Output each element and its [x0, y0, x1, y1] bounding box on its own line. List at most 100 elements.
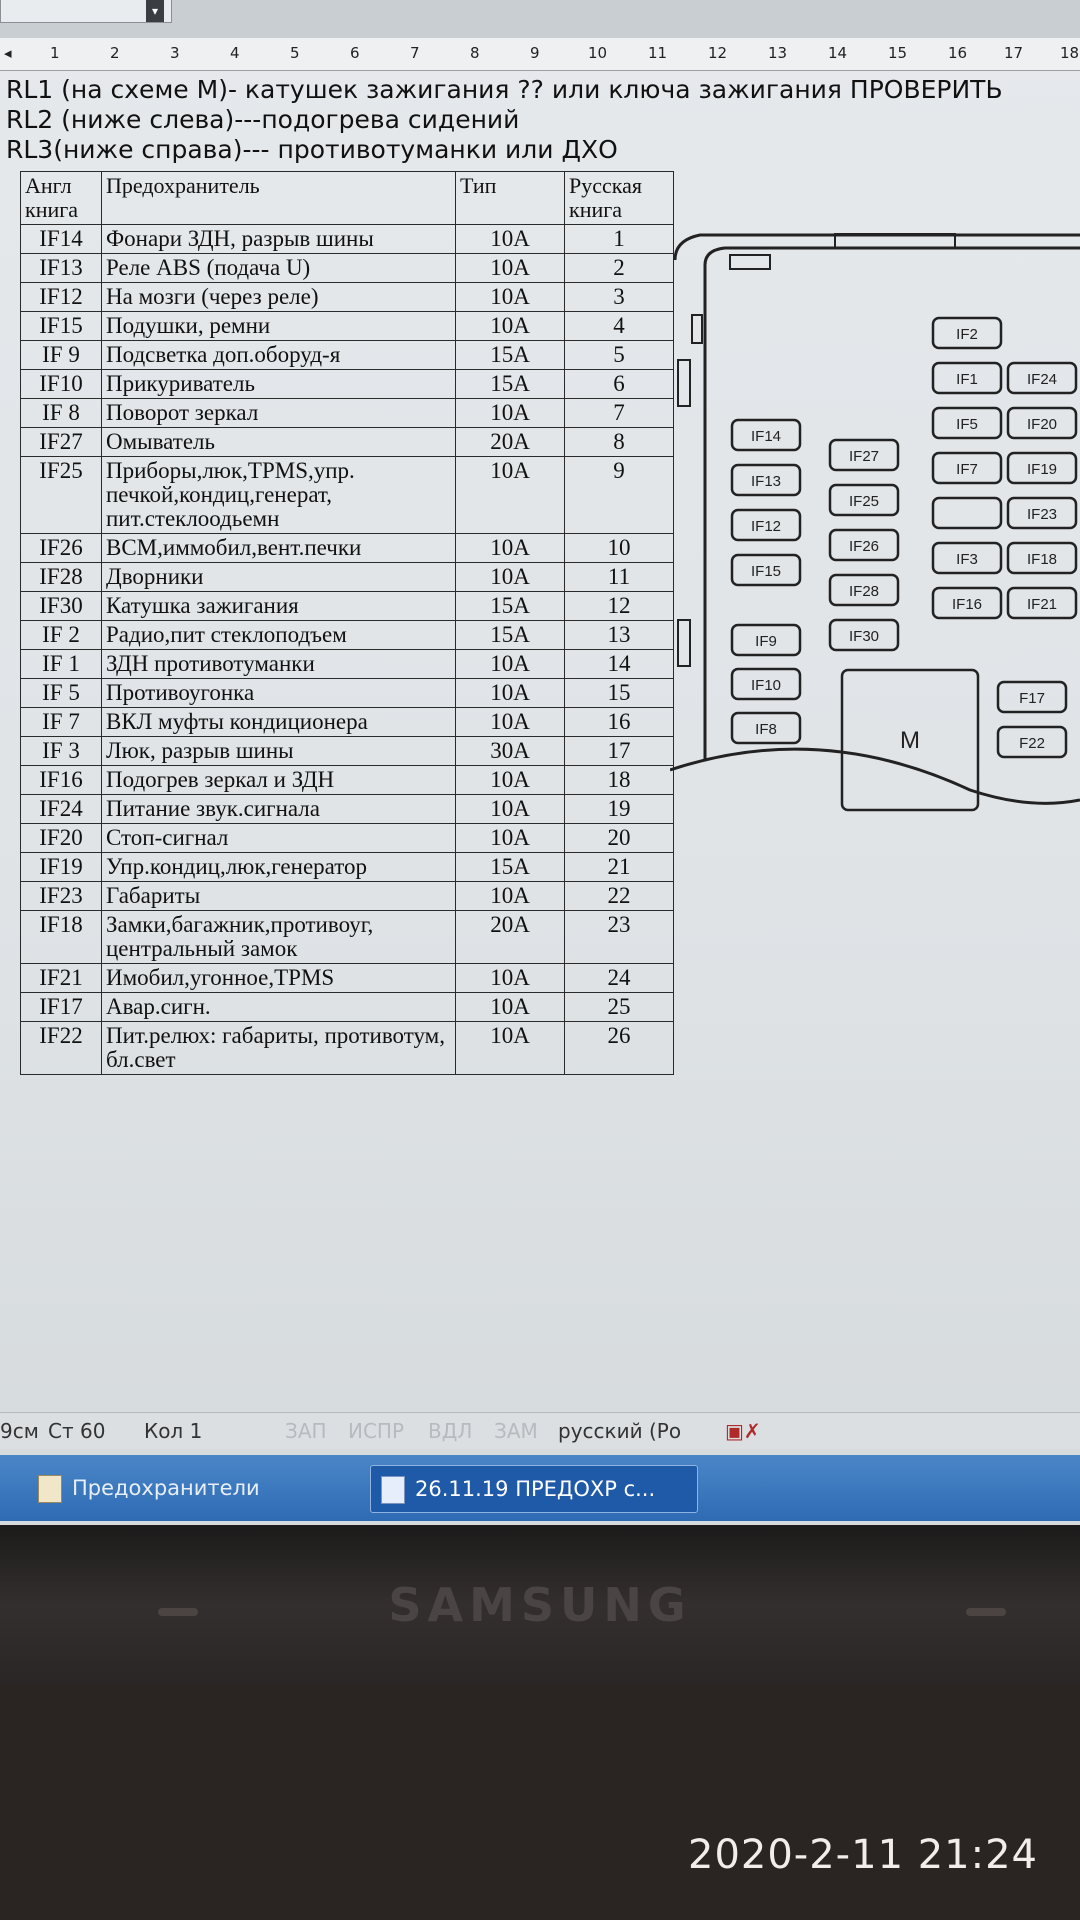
- taskbar-folder-button[interactable]: Предохранители: [28, 1465, 348, 1511]
- fuse-description: Прикуриватель: [101, 369, 456, 399]
- ruler-indent-marker[interactable]: ◂: [4, 44, 12, 62]
- fuse-description: Дворники: [101, 562, 456, 592]
- fuse-number-ru: 10: [564, 533, 674, 563]
- fuse-description: Фонари ЗДН, разрыв шины: [101, 224, 456, 254]
- fuse-slot-outline: [931, 361, 1003, 395]
- fuse-rating: 10A: [455, 707, 565, 737]
- fusebox-bottom-curve: [670, 747, 1080, 805]
- fuse-slot: IF8: [730, 711, 802, 745]
- fuse-slot: IF13: [730, 463, 802, 497]
- fuse-code: IF 8: [20, 398, 102, 428]
- fuse-slot-label: IF25: [849, 493, 879, 510]
- note-line: RL1 (на схеме M)- катушек зажигания ?? и…: [6, 75, 1003, 104]
- horizontal-ruler[interactable]: ◂ 1 2 3 4 5 6 7 8 9 10 11 12 13 14 15 16…: [0, 38, 1080, 71]
- fuse-slot-label: IF2: [956, 326, 978, 343]
- fuse-description: BCM,иммобил,вент.печки: [101, 533, 456, 563]
- status-language[interactable]: русский (Ро: [558, 1419, 682, 1443]
- fuse-rating: 10A: [455, 533, 565, 563]
- spellcheck-icon[interactable]: ▣✗: [725, 1419, 761, 1443]
- status-overwrite[interactable]: ЗАМ: [494, 1419, 538, 1443]
- fuse-slot-outline: [931, 451, 1003, 485]
- status-record[interactable]: ЗАП: [285, 1419, 327, 1443]
- fuse-description: Противоугонка: [101, 678, 456, 708]
- fuse-description: Пит.релюх: габариты, противотум, бл.свет: [101, 1021, 456, 1075]
- ruler-mark: 9: [530, 44, 540, 62]
- fuse-slot-label: IF27: [849, 448, 879, 465]
- fusebox-tab: [677, 619, 691, 667]
- fuse-slot: IF10: [730, 667, 802, 701]
- fuse-description: Подсветка доп.оборуд-я: [101, 340, 456, 370]
- fuse-slot-label: IF16: [952, 596, 982, 613]
- window-tab[interactable]: [0, 0, 172, 23]
- fuse-rating: 10A: [455, 311, 565, 341]
- fuse-description: ВКЛ муфты кондиционера: [101, 707, 456, 737]
- tab-dropdown-icon[interactable]: ▾: [146, 0, 164, 22]
- fuse-code: IF24: [20, 794, 102, 824]
- column-header: Англ книга: [20, 171, 102, 225]
- fuse-slot-label: IF28: [849, 583, 879, 600]
- fuse-number-ru: 7: [564, 398, 674, 428]
- fuse-description: На мозги (через реле): [101, 282, 456, 312]
- status-track[interactable]: ИСПР: [348, 1419, 405, 1443]
- fuse-slot: IF20: [1006, 406, 1078, 440]
- ruler-mark: 7: [410, 44, 420, 62]
- fuse-slot: IF2: [931, 316, 1003, 350]
- ruler-mark: 11: [648, 44, 668, 62]
- fuse-number-ru: 9: [564, 456, 674, 534]
- fuse-description: Реле ABS (подача U): [101, 253, 456, 283]
- fuse-slot-outline: [828, 573, 900, 607]
- ruler-mark: 6: [350, 44, 360, 62]
- fuse-rating: 15A: [455, 340, 565, 370]
- relay-notes: RL1 (на схеме M)- катушек зажигания ?? и…: [6, 75, 1003, 165]
- fuse-slot-outline: [828, 438, 900, 472]
- fuse-slot-label: IF18: [1027, 551, 1057, 568]
- fuse-slot-outline: [730, 418, 802, 452]
- fuse-slot: IF16: [931, 586, 1003, 620]
- fuse-number-ru: 22: [564, 881, 674, 911]
- bezel-indicator: [966, 1608, 1006, 1616]
- photo-timestamp: 2020-2-11 21:24: [688, 1832, 1038, 1878]
- fuse-slot: IF3: [931, 541, 1003, 575]
- fuse-code: IF23: [20, 881, 102, 911]
- taskbar-document-button[interactable]: 26.11.19 ПРЕДОХР с...: [370, 1465, 698, 1513]
- fusebox-clip: [834, 233, 956, 249]
- fuse-description: Замки,багажник,противоуг, центральный за…: [101, 910, 456, 964]
- fuse-slot-outline: [931, 316, 1003, 350]
- table-header-row: Англ книга Предохранитель Тип Русская кн…: [20, 171, 674, 225]
- fuse-code: IF16: [20, 765, 102, 795]
- status-extend[interactable]: ВДЛ: [428, 1419, 473, 1443]
- fuse-description: Авар.сигн.: [101, 992, 456, 1022]
- fuse-number-ru: 14: [564, 649, 674, 679]
- fuse-slot-outline: [730, 623, 802, 657]
- fuse-number-ru: 5: [564, 340, 674, 370]
- fuse-description: Стоп-сигнал: [101, 823, 456, 853]
- fuse-slot-outline: [1006, 541, 1078, 575]
- fuse-slot-label: IF8: [755, 721, 777, 738]
- fuse-slot-label: IF7: [956, 461, 978, 478]
- bezel-indicator: [158, 1608, 198, 1616]
- fuse-slot-label: F17: [1019, 690, 1045, 707]
- fuse-slot-outline: [730, 508, 802, 542]
- fuse-number-ru: 8: [564, 427, 674, 457]
- fuse-code: IF10: [20, 369, 102, 399]
- fuse-slot-label: IF12: [751, 518, 781, 535]
- fuse-rating: 10A: [455, 398, 565, 428]
- fuse-number-ru: 2: [564, 253, 674, 283]
- note-line: RL2 (ниже слева)---подогрева сидений: [6, 105, 520, 134]
- fuse-rating: 10A: [455, 253, 565, 283]
- fuse-number-ru: 19: [564, 794, 674, 824]
- ruler-mark: 3: [170, 44, 180, 62]
- fuse-slot-label: F22: [1019, 735, 1045, 752]
- fuse-slot-outline: [1006, 406, 1078, 440]
- ruler-mark: 8: [470, 44, 480, 62]
- fuse-number-ru: 25: [564, 992, 674, 1022]
